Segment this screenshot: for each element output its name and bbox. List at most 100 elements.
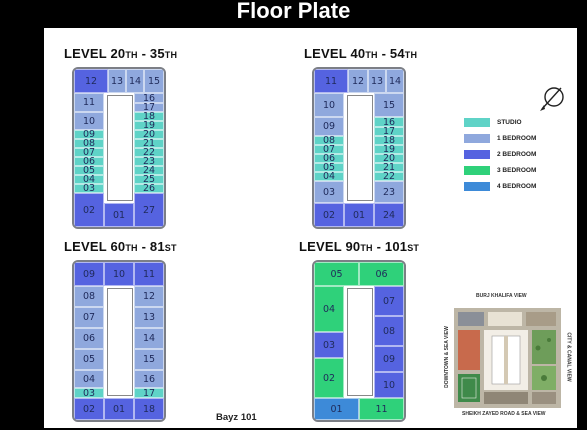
legend-swatch [464, 117, 490, 127]
unit-07: 07 [314, 144, 344, 155]
unit-17: 17 [374, 126, 404, 137]
unit-09: 09 [74, 129, 104, 140]
legend-swatch [464, 149, 490, 159]
level-heading-60-81: LEVEL 60TH - 81ST [64, 239, 177, 254]
unit-19: 19 [374, 144, 404, 155]
legend-label: 1 BEDROOM [497, 134, 537, 142]
view-label-top: BURJ KHALIFA VIEW [476, 293, 527, 299]
level-to: 81 [149, 239, 165, 254]
unit-17: 17 [134, 388, 164, 399]
unit-03: 03 [74, 183, 104, 194]
unit-03: 03 [314, 181, 344, 203]
unit-02: 02 [314, 203, 344, 227]
level-from-suffix: TH [360, 243, 373, 253]
level-to: 54 [389, 46, 405, 61]
page-title: Floor Plate [0, 0, 587, 28]
unit-04: 04 [314, 286, 344, 332]
level-heading-90-101: LEVEL 90TH - 101ST [299, 239, 419, 254]
level-from-suffix: TH [365, 50, 378, 60]
unit-20: 20 [134, 129, 164, 140]
unit-01: 01 [314, 398, 359, 420]
legend-item-4-bedroom: 4 BEDROOM [464, 180, 536, 192]
unit-04: 04 [314, 171, 344, 182]
level-word: LEVEL [64, 46, 111, 61]
level-to: 35 [149, 46, 165, 61]
legend-swatch [464, 165, 490, 175]
level-heading-20-35: LEVEL 20TH - 35TH [64, 46, 177, 61]
unit-21: 21 [134, 138, 164, 149]
unit-02: 02 [74, 193, 104, 227]
unit-26: 26 [134, 183, 164, 194]
unit-01: 01 [104, 203, 134, 227]
view-label-bottom: SHEIKH ZAYED ROAD & SEA VIEW [462, 411, 546, 417]
level-to-suffix: ST [164, 243, 177, 253]
unit-18: 18 [374, 135, 404, 146]
unit-06: 06 [74, 156, 104, 167]
level-separator: - [377, 46, 390, 61]
unit-10: 10 [314, 93, 344, 117]
unit-06: 06 [74, 328, 104, 349]
unit-14: 14 [386, 69, 404, 93]
level-from: 40 [350, 46, 366, 61]
unit-20: 20 [374, 153, 404, 164]
floor-plan-90-101: 05 06 07 08 09 10 11 01 02 03 04 [312, 260, 406, 422]
site-illustration [454, 308, 561, 408]
unit-23: 23 [374, 181, 404, 203]
unit-22: 22 [134, 147, 164, 158]
unit-27: 27 [134, 193, 164, 227]
level-word: LEVEL [304, 46, 351, 61]
unit-13: 13 [368, 69, 386, 93]
unit-12: 12 [134, 286, 164, 307]
unit-03: 03 [314, 332, 344, 358]
unit-11: 11 [359, 398, 404, 420]
unit-18: 18 [134, 111, 164, 122]
unit-13: 13 [108, 69, 126, 93]
floor-plan-60-81: 09 10 11 12 13 14 15 16 17 18 01 02 03 0… [72, 260, 166, 422]
level-from-suffix: TH [125, 243, 138, 253]
building-core [347, 288, 373, 396]
unit-15: 15 [144, 69, 164, 93]
unit-12: 12 [74, 69, 108, 93]
unit-16: 16 [374, 117, 404, 128]
unit-01: 01 [104, 398, 134, 420]
unit-06: 06 [314, 153, 344, 164]
unit-02: 02 [74, 398, 104, 420]
unit-22: 22 [374, 171, 404, 182]
unit-12: 12 [348, 69, 368, 93]
unit-10: 10 [374, 372, 404, 398]
legend-swatch [464, 181, 490, 191]
unit-11: 11 [314, 69, 348, 93]
unit-01: 01 [344, 203, 374, 227]
unit-14: 14 [126, 69, 144, 93]
legend-item-1-bedroom: 1 BEDROOM [464, 132, 536, 144]
building-core [107, 288, 133, 396]
floor-plate-sheet: LEVEL 20TH - 35TH 12 13 14 15 16 17 18 1… [44, 28, 577, 428]
unit-04: 04 [74, 174, 104, 185]
unit-10: 10 [74, 112, 104, 130]
level-from-suffix: TH [125, 50, 138, 60]
unit-11: 11 [134, 262, 164, 286]
unit-10: 10 [104, 262, 134, 286]
view-label-right: CITY & CANAL VIEW [565, 332, 572, 382]
level-separator: - [137, 239, 150, 254]
legend-label: 3 BEDROOM [497, 166, 537, 174]
brand-label: Bayz 101 [216, 412, 257, 423]
unit-24: 24 [374, 203, 404, 227]
unit-08: 08 [74, 286, 104, 307]
legend-label: 2 BEDROOM [497, 150, 537, 158]
view-label-left: DOWNTOWN & SEA VIEW [443, 326, 450, 388]
unit-23: 23 [134, 156, 164, 167]
level-to-suffix: ST [407, 243, 420, 253]
level-from: 20 [110, 46, 126, 61]
unit-19: 19 [134, 120, 164, 131]
level-word: LEVEL [64, 239, 111, 254]
unit-07: 07 [374, 286, 404, 316]
level-to-suffix: TH [404, 50, 418, 60]
floor-plan-20-35: 12 13 14 15 16 17 18 19 20 21 22 23 24 2… [72, 67, 166, 229]
level-from: 90 [345, 239, 361, 254]
unit-25: 25 [134, 174, 164, 185]
unit-08: 08 [74, 138, 104, 149]
unit-24: 24 [134, 165, 164, 176]
north-arrow-icon [540, 87, 564, 111]
